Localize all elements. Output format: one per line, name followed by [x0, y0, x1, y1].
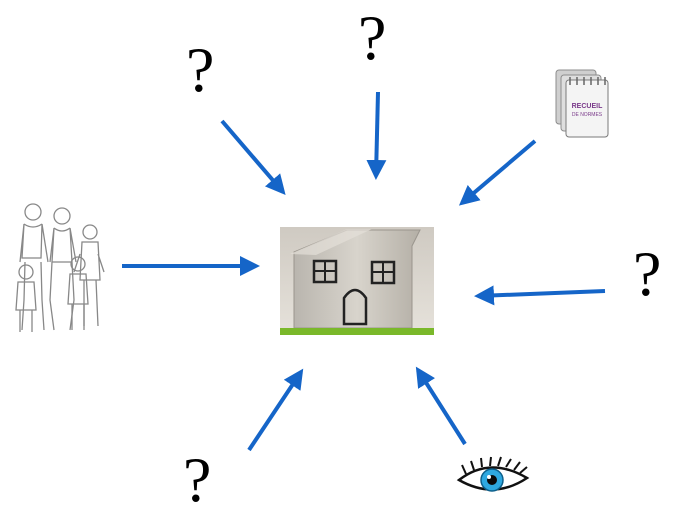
arrow-top	[366, 91, 387, 180]
house-icon	[280, 227, 434, 335]
arrow-right	[474, 285, 606, 306]
arrow-bottom-left	[247, 368, 304, 452]
arrows	[122, 91, 606, 452]
booklet-icon: RECUEIL DE NORMES	[555, 69, 609, 138]
arrow-bottom-right	[415, 366, 467, 446]
question-mark-right: ?	[633, 238, 662, 309]
question-mark-bottom-left: ?	[183, 444, 212, 515]
question-mark-top-left: ?	[186, 34, 215, 105]
arrow-top-right	[458, 139, 537, 206]
family-icon	[15, 203, 105, 332]
eye-icon	[456, 456, 530, 492]
booklet-subtitle: DE NORMES	[572, 112, 603, 118]
arrow-top-left	[220, 119, 286, 196]
booklet-title: RECUEIL	[572, 103, 603, 110]
question-mark-top: ?	[358, 2, 387, 73]
